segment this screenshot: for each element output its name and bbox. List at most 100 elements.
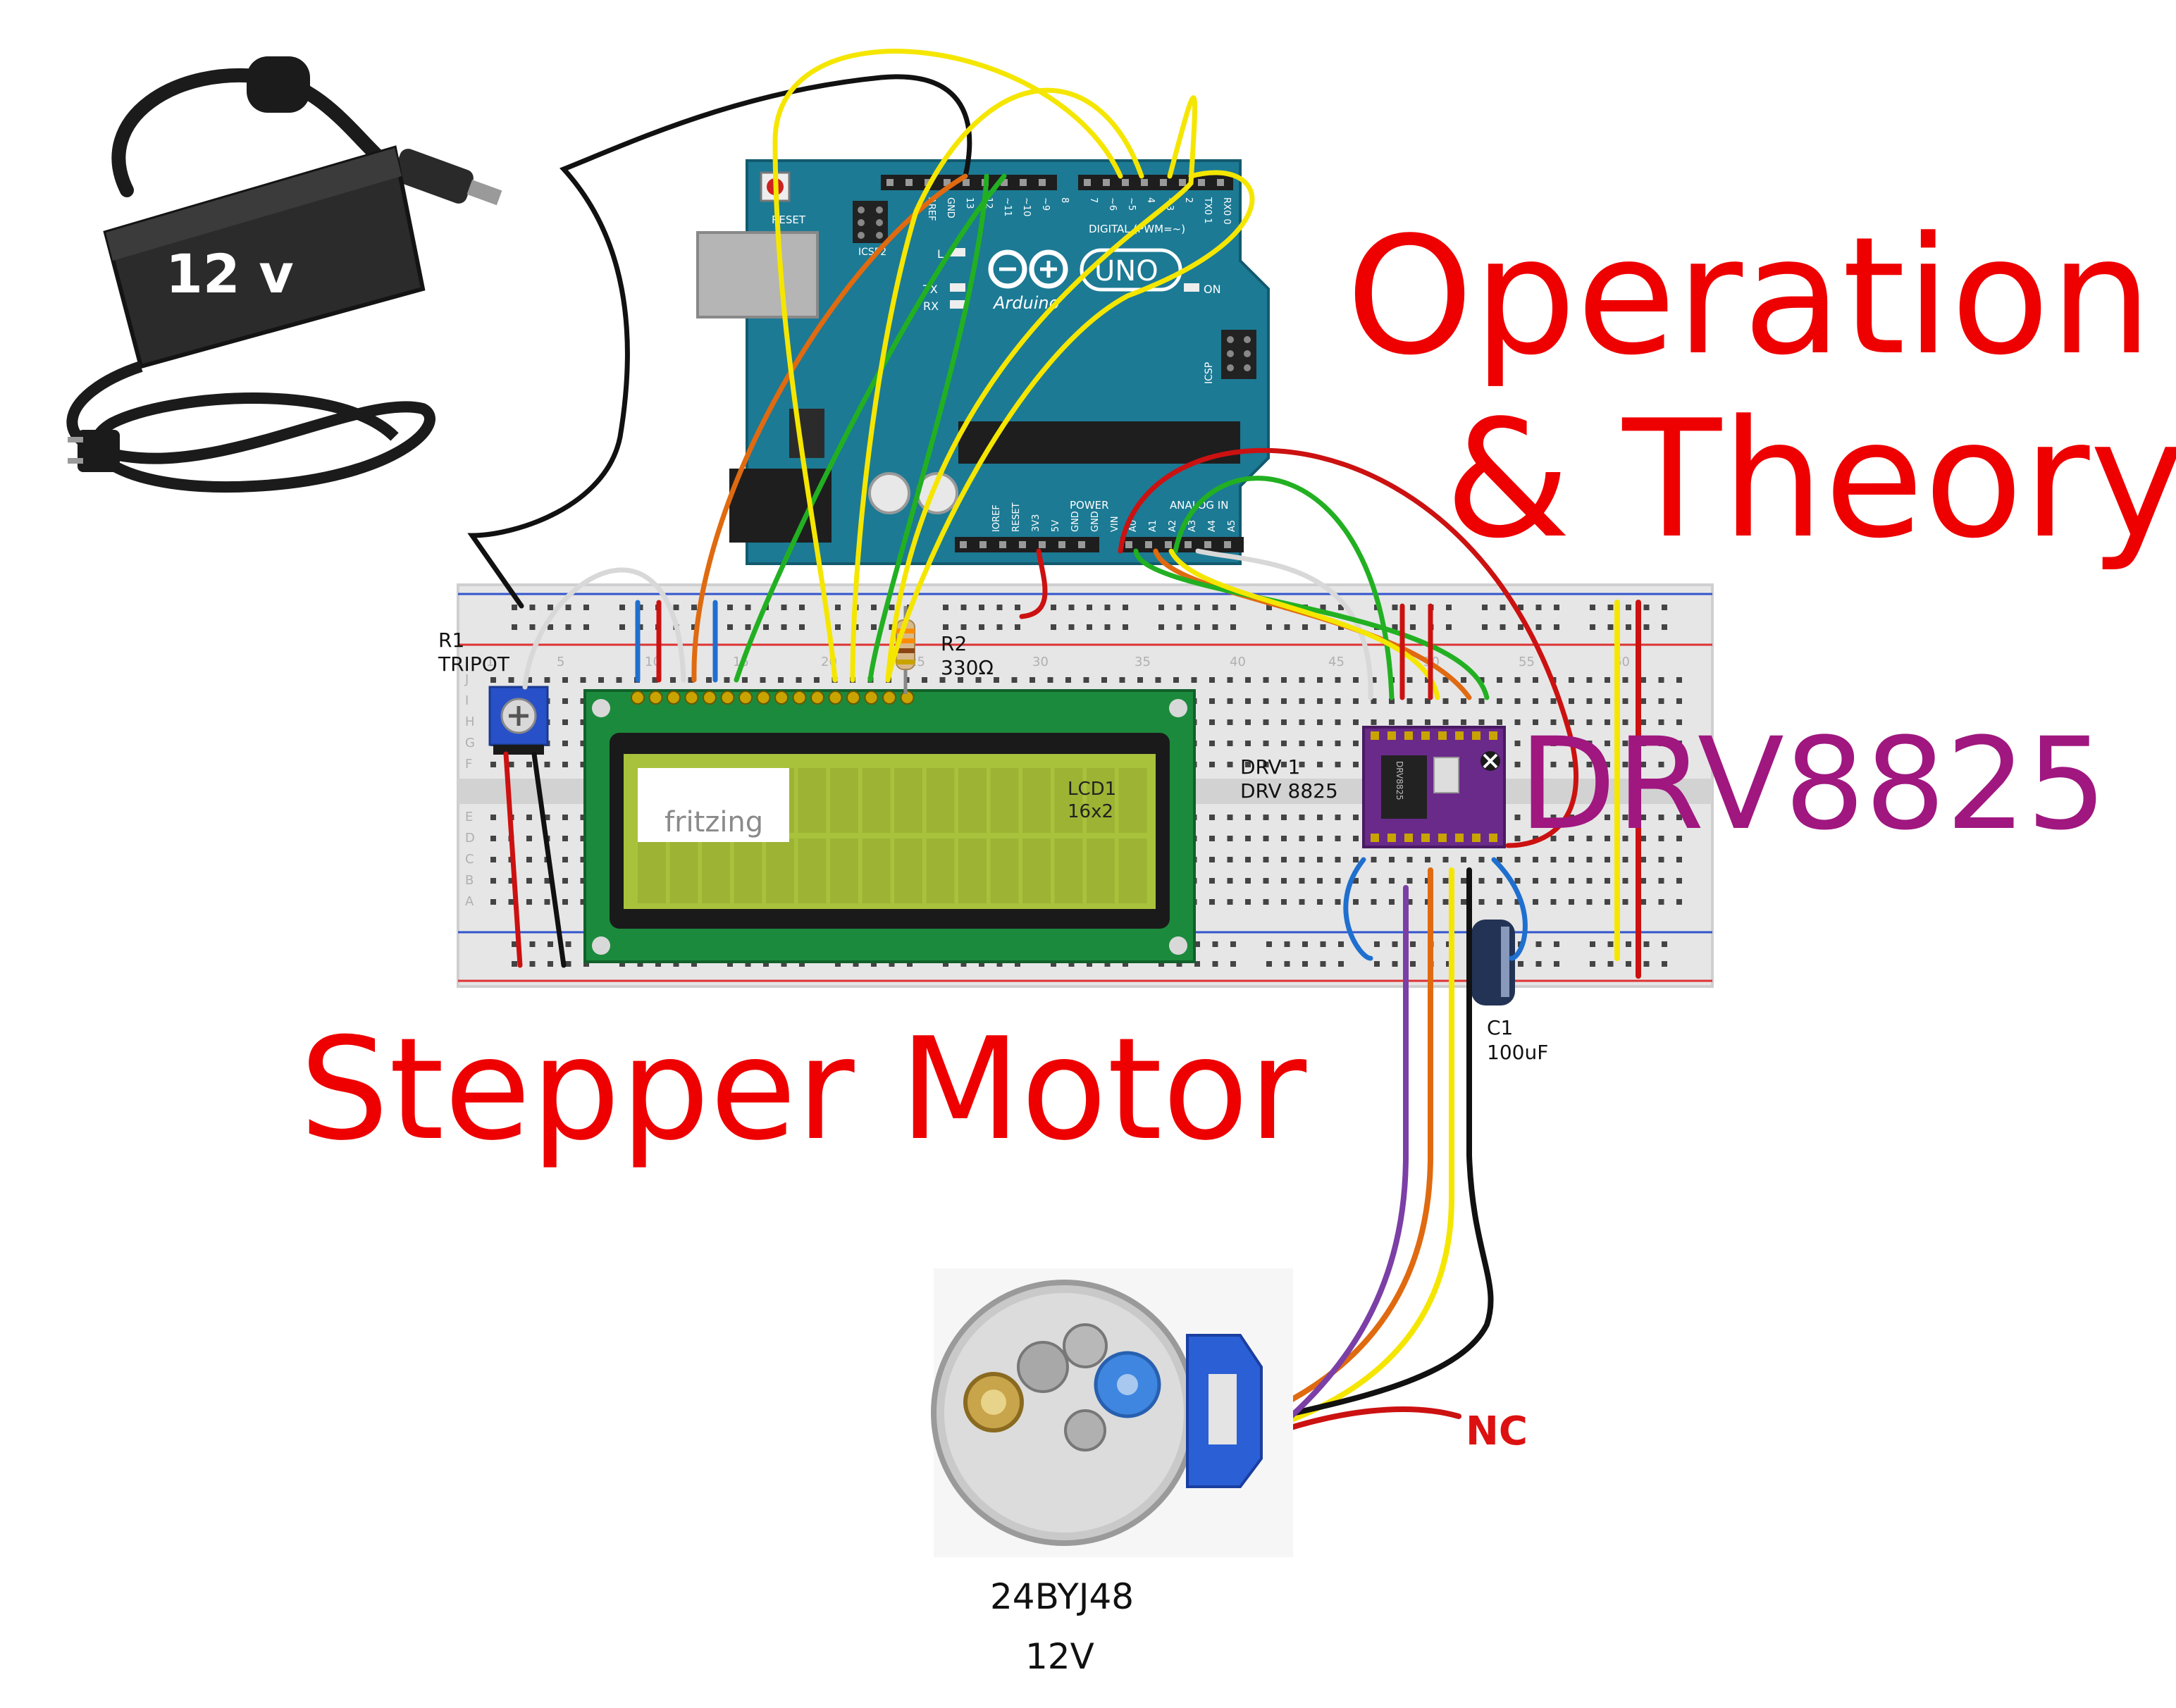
breadboard-hole — [1605, 878, 1610, 884]
wire-red-5v — [1019, 548, 1048, 619]
pin-label: 3V3 — [1031, 514, 1041, 532]
breadboard-hole — [1353, 698, 1359, 704]
breadboard-hole — [1389, 878, 1395, 884]
breadboard-hole — [1209, 878, 1215, 884]
rail-hole — [1392, 624, 1398, 630]
rail-hole — [619, 605, 625, 610]
breadboard-hole — [1227, 836, 1233, 841]
breadboard-hole — [1407, 719, 1413, 725]
breadboard-hole — [1263, 899, 1269, 905]
breadboard-hole — [1209, 698, 1215, 704]
breadboard-hole — [1586, 741, 1593, 746]
breadboard-hole — [580, 878, 586, 884]
breadboard-hole — [1389, 719, 1395, 725]
breadboard-hole — [1209, 762, 1215, 767]
rail-hole — [781, 961, 787, 967]
lcd-pin — [703, 691, 717, 705]
wires — [467, 49, 1641, 1447]
lcd-pin — [667, 691, 681, 705]
breadboard-hole — [1371, 857, 1377, 862]
breadboard-hole — [1281, 857, 1287, 862]
breadboard-hole — [742, 677, 748, 683]
row-letter: J — [464, 672, 469, 687]
breadboard-hole — [1317, 836, 1323, 841]
lcd-cell — [1054, 838, 1083, 903]
rail-hole — [529, 941, 536, 947]
motor-voltage: 12V — [1025, 1636, 1094, 1677]
lcd-cell — [990, 838, 1019, 903]
breadboard-hole — [1514, 815, 1521, 820]
rail-hole — [960, 624, 967, 630]
breadboard-hole — [508, 762, 514, 767]
pin-label: TX0 1 — [1202, 197, 1213, 224]
row-letter: E — [465, 810, 473, 824]
breadboard-hole — [580, 677, 586, 683]
column-number: 1 — [486, 655, 494, 669]
breadboard-hole — [1209, 899, 1215, 905]
rail-hole — [1104, 605, 1111, 610]
breadboard-hole — [1622, 698, 1628, 704]
pin-hole — [1019, 541, 1026, 548]
rail-hole — [763, 961, 769, 967]
digital-pin-holes — [886, 179, 1224, 186]
rail-hole — [871, 605, 877, 610]
breadboard-hole — [1335, 719, 1341, 725]
breadboard-hole — [1317, 857, 1323, 862]
lcd-pin — [882, 691, 896, 705]
rail-hole — [727, 605, 733, 610]
nc-label: NC — [1466, 1409, 1528, 1454]
breadboard-hole — [1478, 878, 1485, 884]
breadboard-hole — [1119, 677, 1125, 683]
rail-hole — [727, 624, 733, 630]
barrel-plug — [393, 149, 474, 204]
breadboard-hole — [1155, 677, 1161, 683]
breadboard-hole — [1550, 741, 1557, 746]
breadboard-hole — [1605, 762, 1610, 767]
breadboard-hole — [814, 677, 820, 683]
breadboard-hole — [1533, 899, 1538, 905]
gear-3 — [1064, 1409, 1106, 1452]
breadboard-hole — [1317, 719, 1323, 725]
lcd-cell — [958, 838, 987, 903]
breadboard-hole — [1605, 857, 1610, 862]
pin-hole — [886, 179, 894, 186]
breadboard-hole — [580, 836, 586, 841]
rail-hole — [655, 961, 661, 967]
breadboard-hole — [1676, 762, 1682, 767]
breadboard-hole — [1263, 857, 1269, 862]
rail-hole — [1518, 605, 1523, 610]
breadboard-hole — [1281, 741, 1287, 746]
wire-orange-motor — [1255, 867, 1433, 1419]
pin-hole — [1122, 179, 1129, 186]
lcd-cell — [862, 838, 891, 903]
breadboard-hole — [1263, 677, 1269, 683]
lcd-pin — [756, 691, 771, 705]
rail-hole — [1607, 941, 1614, 947]
breadboard-hole — [1407, 899, 1413, 905]
rail-hole — [1518, 961, 1523, 967]
breadboard-hole — [1227, 762, 1233, 767]
rail-hole — [1626, 941, 1631, 947]
rail-hole — [1410, 941, 1416, 947]
breadboard-hole — [1227, 719, 1233, 725]
pin-hole — [1020, 179, 1027, 186]
rail-hole — [583, 624, 589, 630]
rail-hole — [1158, 961, 1164, 967]
breadboard-hole — [1514, 857, 1521, 862]
breadboard-hole — [1658, 741, 1664, 746]
analog-pin-labels: A0 A1 A2 A3 A4 A5 — [1128, 520, 1237, 532]
lcd-cell — [894, 768, 922, 833]
breadboard-hole — [1425, 677, 1430, 683]
wire-green-3 — [1133, 548, 1490, 700]
rail-hole — [565, 605, 571, 610]
lcd-pin — [720, 691, 735, 705]
rail-hole — [512, 941, 517, 947]
r2-ref: R2 — [941, 632, 967, 655]
drv-chip-text: DRV8825 — [1395, 761, 1404, 800]
rail-hole — [781, 605, 787, 610]
breadboard-hole — [1497, 878, 1502, 884]
breadboard-hole — [1317, 762, 1323, 767]
lcd-pin — [810, 691, 824, 705]
rail-hole — [1626, 605, 1631, 610]
breadboard-hole — [544, 815, 550, 820]
